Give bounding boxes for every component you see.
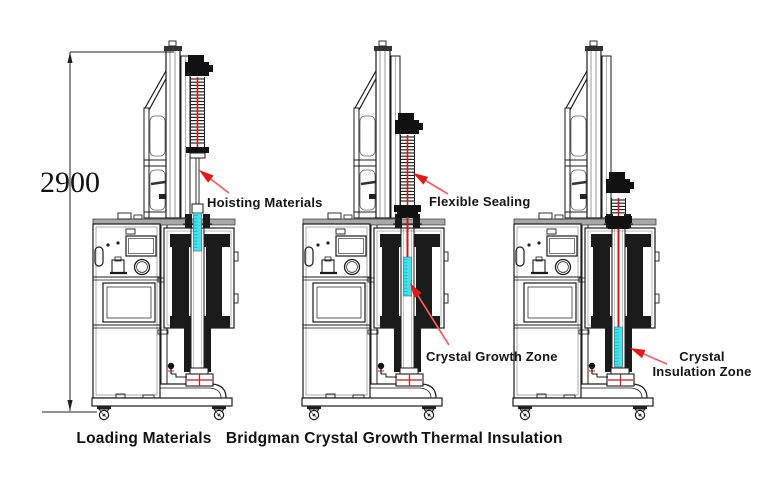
arrow-crystal-insulation-zone [630,348,668,365]
arrow-hoisting-materials [199,170,230,194]
caption-loading-materials: Loading Materials [76,430,212,447]
machine-loading [91,40,239,421]
annotation-crystal-growth-zone: Crystal Growth Zone [426,349,558,364]
caption-bridgman-crystal-growth: Bridgman Crystal Growth [225,430,419,447]
annotation-hoisting-materials: Hoisting Materials [207,195,323,210]
annotation-crystal-insulation-zone: Crystal Insulation Zone [652,349,752,379]
dimension-2900 [42,51,174,413]
annotation-flexible-sealing: Flexible Sealing [429,194,531,209]
arrow-flexible-sealing [413,173,449,195]
arrow-crystal-growth-zone [410,283,450,346]
caption-thermal-insulation: Thermal Insulation [421,430,563,447]
dimension-label: 2900 [40,166,100,199]
machine-growth [301,40,449,421]
machine-insulation [512,40,660,421]
